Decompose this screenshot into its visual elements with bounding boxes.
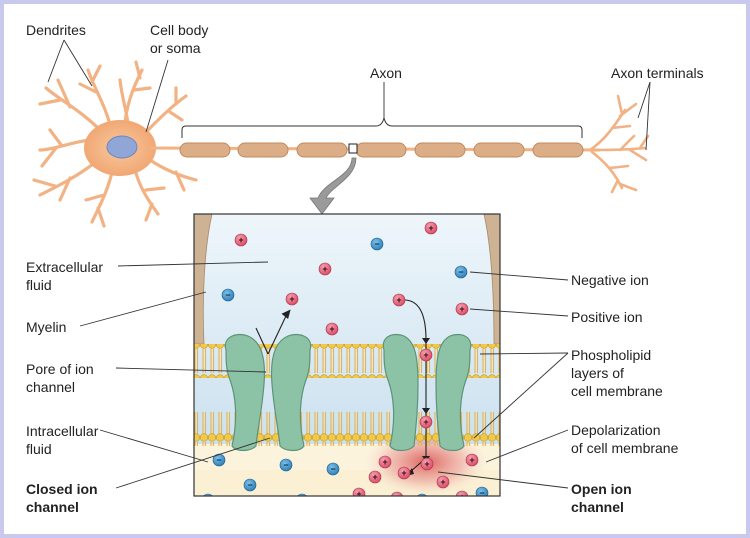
label-layers-of: layers of bbox=[571, 365, 624, 381]
positive-ion: + bbox=[419, 348, 433, 362]
label-pore-channel: channel bbox=[26, 379, 76, 395]
label-extracellular: Extracellular bbox=[26, 259, 104, 275]
label-axon-terminals: Axon terminals bbox=[611, 65, 704, 81]
svg-text:+: + bbox=[329, 324, 334, 334]
positive-ion: + bbox=[391, 491, 403, 503]
svg-text:+: + bbox=[396, 295, 401, 305]
svg-text:+: + bbox=[459, 304, 464, 314]
positive-ion: + bbox=[325, 322, 339, 336]
label-negative-ion: Negative ion bbox=[571, 272, 649, 288]
closed-channel-arrows bbox=[255, 309, 291, 355]
membrane-closeup: + + + + + + + + + + + + + + + + + + − − … bbox=[194, 214, 500, 503]
negative-ion: − bbox=[279, 458, 293, 472]
label-depolarization: Depolarization bbox=[571, 422, 661, 438]
positive-ion: + bbox=[368, 470, 382, 484]
svg-text:−: − bbox=[225, 290, 230, 300]
label-extracellular-fluid: fluid bbox=[26, 277, 52, 293]
positive-ion: + bbox=[465, 453, 479, 467]
label-cell-membrane: cell membrane bbox=[571, 383, 663, 399]
negative-ion: − bbox=[212, 453, 226, 467]
zoom-arrow bbox=[309, 157, 357, 215]
label-intracellular: Intracellular bbox=[26, 423, 99, 439]
label-dendrites: Dendrites bbox=[26, 22, 86, 38]
axon-bracket bbox=[181, 117, 583, 138]
svg-text:+: + bbox=[469, 455, 474, 465]
positive-ion: + bbox=[285, 292, 299, 306]
nucleus bbox=[106, 135, 138, 159]
svg-text:−: − bbox=[283, 460, 288, 470]
myelin-segments bbox=[179, 142, 584, 158]
negative-ion: − bbox=[454, 265, 468, 279]
label-soma: or soma bbox=[150, 40, 201, 56]
closeup-border bbox=[193, 213, 501, 497]
svg-text:+: + bbox=[428, 223, 433, 233]
svg-text:+: + bbox=[401, 468, 406, 478]
svg-text:−: − bbox=[479, 488, 484, 498]
svg-text:+: + bbox=[289, 294, 294, 304]
svg-text:+: + bbox=[322, 264, 327, 274]
leader-lines bbox=[47, 39, 651, 489]
dendrites bbox=[32, 60, 198, 228]
positive-ion: + bbox=[420, 457, 434, 471]
negative-ion: − bbox=[370, 237, 384, 251]
positive-ion: + bbox=[455, 490, 469, 502]
neuron bbox=[32, 60, 650, 228]
axon-terminals bbox=[588, 94, 650, 194]
svg-text:+: + bbox=[423, 417, 428, 427]
svg-text:+: + bbox=[372, 472, 377, 482]
label-phospholipid: Phospholipid bbox=[571, 347, 652, 363]
svg-text:−: − bbox=[374, 239, 379, 249]
closed-ion-channel bbox=[224, 333, 312, 452]
svg-text:+: + bbox=[238, 235, 243, 245]
negative-ion: − bbox=[221, 288, 235, 302]
svg-text:+: + bbox=[440, 477, 445, 487]
svg-text:+: + bbox=[459, 492, 464, 502]
zoom-marker bbox=[348, 143, 358, 154]
label-closed-ion: Closed ion bbox=[26, 481, 98, 497]
myelin-right bbox=[483, 214, 500, 345]
negative-ion: − bbox=[326, 462, 340, 476]
positive-ion: + bbox=[436, 475, 450, 489]
svg-text:−: − bbox=[458, 267, 463, 277]
open-ion-channel bbox=[382, 333, 472, 452]
ions: + + + + + + + + + + + + + + + + + + − − … bbox=[203, 221, 489, 503]
positive-ion: + bbox=[424, 221, 438, 235]
label-intracellular-fluid: fluid bbox=[26, 441, 52, 457]
negative-ion: − bbox=[243, 478, 257, 492]
label-open-channel: channel bbox=[571, 499, 624, 515]
svg-text:+: + bbox=[423, 350, 428, 360]
svg-text:+: + bbox=[424, 459, 429, 469]
svg-text:+: + bbox=[356, 489, 361, 499]
label-axon: Axon bbox=[370, 65, 402, 81]
label-closed-channel: channel bbox=[26, 499, 79, 515]
positive-ion: + bbox=[378, 455, 392, 469]
svg-text:+: + bbox=[382, 457, 387, 467]
svg-text:−: − bbox=[330, 464, 335, 474]
label-positive-ion: Positive ion bbox=[571, 309, 643, 325]
svg-text:−: − bbox=[247, 480, 252, 490]
svg-text:−: − bbox=[216, 455, 221, 465]
myelin-left bbox=[194, 214, 213, 345]
positive-ion: + bbox=[455, 302, 469, 316]
positive-ion: + bbox=[234, 233, 248, 247]
label-cell-body: Cell body bbox=[150, 22, 209, 38]
label-open-ion: Open ion bbox=[571, 481, 632, 497]
positive-ion: + bbox=[318, 262, 332, 276]
label-depolarization-membrane: of cell membrane bbox=[571, 440, 679, 456]
positive-ion: + bbox=[419, 415, 433, 429]
svg-text:+: + bbox=[394, 493, 399, 503]
label-pore: Pore of ion bbox=[26, 361, 94, 377]
negative-ion: − bbox=[475, 486, 489, 498]
positive-ion: + bbox=[352, 487, 366, 499]
positive-ion: + bbox=[397, 466, 411, 480]
positive-ion: + bbox=[392, 293, 406, 307]
label-myelin: Myelin bbox=[26, 319, 67, 335]
